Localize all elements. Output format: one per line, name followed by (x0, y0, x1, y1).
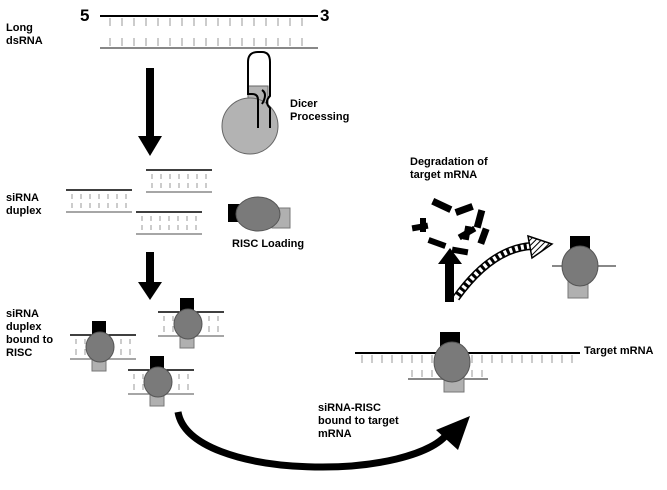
risc-bound-duplex (70, 321, 136, 372)
degradation-label: Degradation of target mRNA (410, 156, 488, 181)
arrow-up (438, 248, 462, 302)
degraded-fragment-icon (411, 198, 490, 256)
released-risc (552, 236, 616, 299)
sirna-duplex-label: siRNA duplex (6, 192, 42, 217)
risc-bound-duplexes (70, 298, 224, 407)
dicer-icon (221, 51, 279, 155)
risc-bound-duplex (158, 298, 224, 349)
curved-arrow (174, 411, 470, 471)
long-dsrna-label: Long dsRNA (6, 22, 43, 47)
dicer-processing-label: Dicer Processing (290, 98, 350, 123)
long-dsrna (100, 15, 318, 49)
sirna-duplex (146, 169, 212, 193)
risc-loading-label: RISC Loading (232, 238, 305, 250)
three-prime-end-label: 3 (320, 6, 330, 25)
target-mrna-label: Target mRNA (584, 345, 654, 357)
dashed-arrow-icon (452, 234, 554, 301)
bound-to-risc-label: siRNA duplex bound to RISC (6, 308, 54, 359)
sirna-duplexes (66, 169, 212, 235)
sirna-risc-bound-label: siRNA-RISC bound to target mRNA (318, 402, 399, 440)
arrow-down-1 (138, 68, 162, 156)
sirna-duplex (66, 189, 132, 213)
target-mrna (355, 332, 580, 393)
arrow-down-2 (138, 252, 162, 300)
sirna-duplex (136, 211, 202, 235)
risc-bound-duplex (128, 356, 194, 407)
risc-complex-icon (228, 196, 291, 232)
risc-complex-icon (433, 332, 471, 393)
five-prime-end-label: 5 (80, 6, 90, 25)
